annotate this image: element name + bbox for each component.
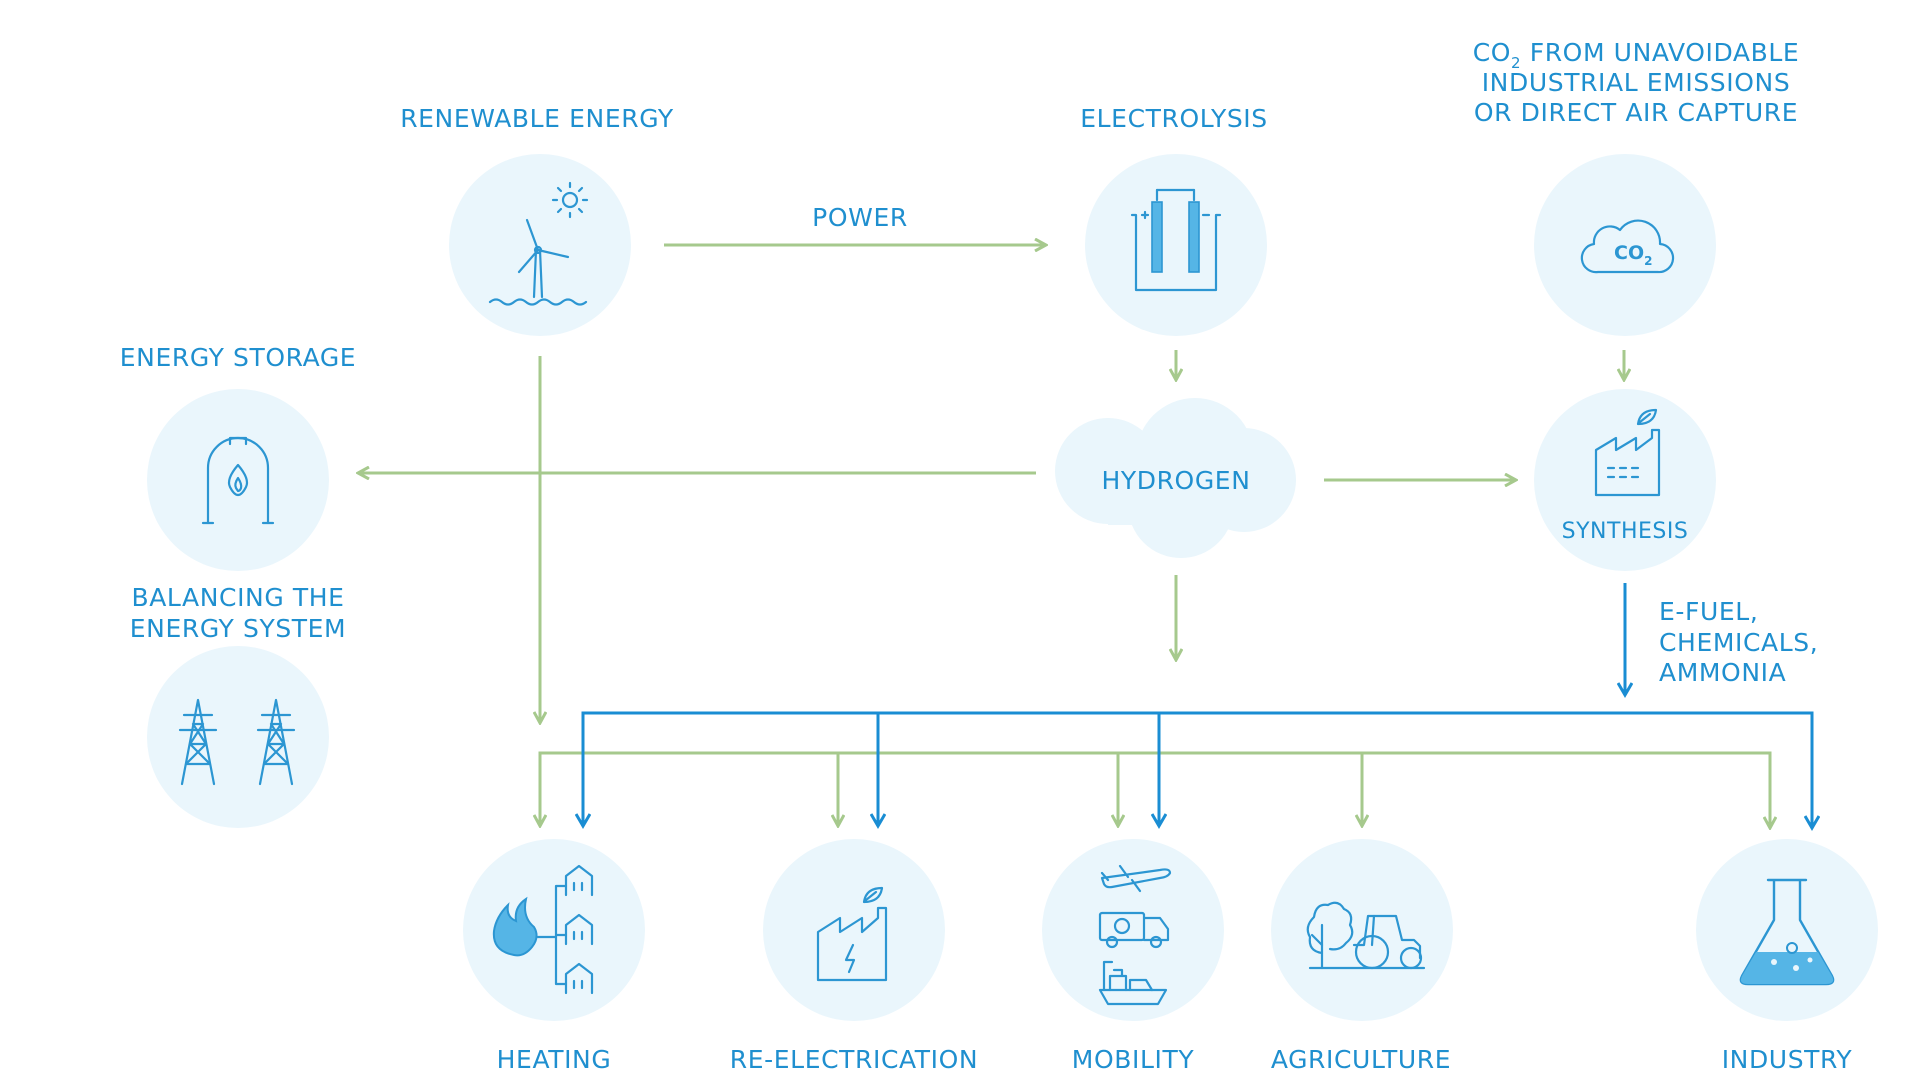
power-pylons-icon — [178, 698, 296, 786]
renewable-energy-node — [449, 154, 631, 336]
electrolysis-node — [1085, 154, 1267, 336]
flask-icon — [1739, 878, 1835, 986]
flame-houses-icon — [492, 864, 594, 995]
renewable-energy-label: RENEWABLE ENERGY — [400, 104, 674, 133]
energy-storage-node — [147, 389, 329, 571]
blue-distribution-bus — [581, 711, 1814, 828]
efuel-label-line2: CHEMICALS, — [1659, 628, 1818, 657]
hydrogen-node: HYDROGEN — [1055, 398, 1296, 558]
synthesis-node: SYNTHESIS — [1534, 389, 1716, 571]
co2-source-label-line1: CO2 FROM UNAVOIDABLE — [1473, 38, 1800, 72]
mobility-node — [1042, 839, 1224, 1021]
factory-bolt-icon — [816, 886, 888, 982]
agriculture-label: AGRICULTURE — [1271, 1045, 1451, 1074]
agriculture-node — [1271, 839, 1453, 1021]
tractor-icon — [1308, 914, 1426, 970]
electrolysis-label: ELECTROLYSIS — [1080, 104, 1268, 133]
blue-connectors — [583, 583, 1812, 828]
re-electrication-node — [763, 839, 945, 1021]
mobility-label: MOBILITY — [1072, 1045, 1195, 1074]
tree-icon — [1306, 901, 1354, 970]
green-connectors — [358, 245, 1770, 828]
co2-source-label-line3: OR DIRECT AIR CAPTURE — [1474, 98, 1798, 127]
energy-storage-label: ENERGY STORAGE — [120, 343, 356, 372]
industry-label: INDUSTRY — [1722, 1045, 1853, 1074]
ship-icon — [1098, 960, 1168, 1006]
airplane-icon — [1100, 864, 1172, 893]
heating-label: HEATING — [497, 1045, 612, 1074]
truck-icon — [1098, 911, 1170, 949]
synthesis-label: SYNTHESIS — [1562, 519, 1689, 544]
industry-node — [1696, 839, 1878, 1021]
co2-source-node: CO2 — [1534, 154, 1716, 336]
co2-source-label-line2: INDUSTRIAL EMISSIONS — [1482, 68, 1791, 97]
re-electrication-label: RE-ELECTRICATION — [730, 1045, 978, 1074]
sun-icon — [551, 181, 589, 219]
balancing-label-line2: ENERGY SYSTEM — [130, 614, 346, 643]
hydrogen-label: HYDROGEN — [1101, 466, 1250, 495]
wind-turbine-icon — [488, 218, 588, 306]
green-distribution-bus — [538, 751, 1772, 828]
co2-cloud-icon: CO2 — [1580, 219, 1675, 274]
svg-text:CO2: CO2 — [1614, 242, 1652, 268]
hydrogen-cloud-shape — [1055, 398, 1296, 558]
efuel-label-line1: E-FUEL, — [1659, 597, 1758, 626]
power-edge-label: POWER — [812, 203, 908, 232]
heating-node — [463, 839, 645, 1021]
balancing-node — [147, 646, 329, 828]
gas-tank-icon — [201, 436, 275, 525]
factory-leaf-icon — [1594, 408, 1661, 497]
electrolysis-cell-icon — [1130, 188, 1222, 292]
efuel-label-line3: AMMONIA — [1659, 658, 1786, 687]
balancing-label-line1: BALANCING THE — [131, 583, 344, 612]
